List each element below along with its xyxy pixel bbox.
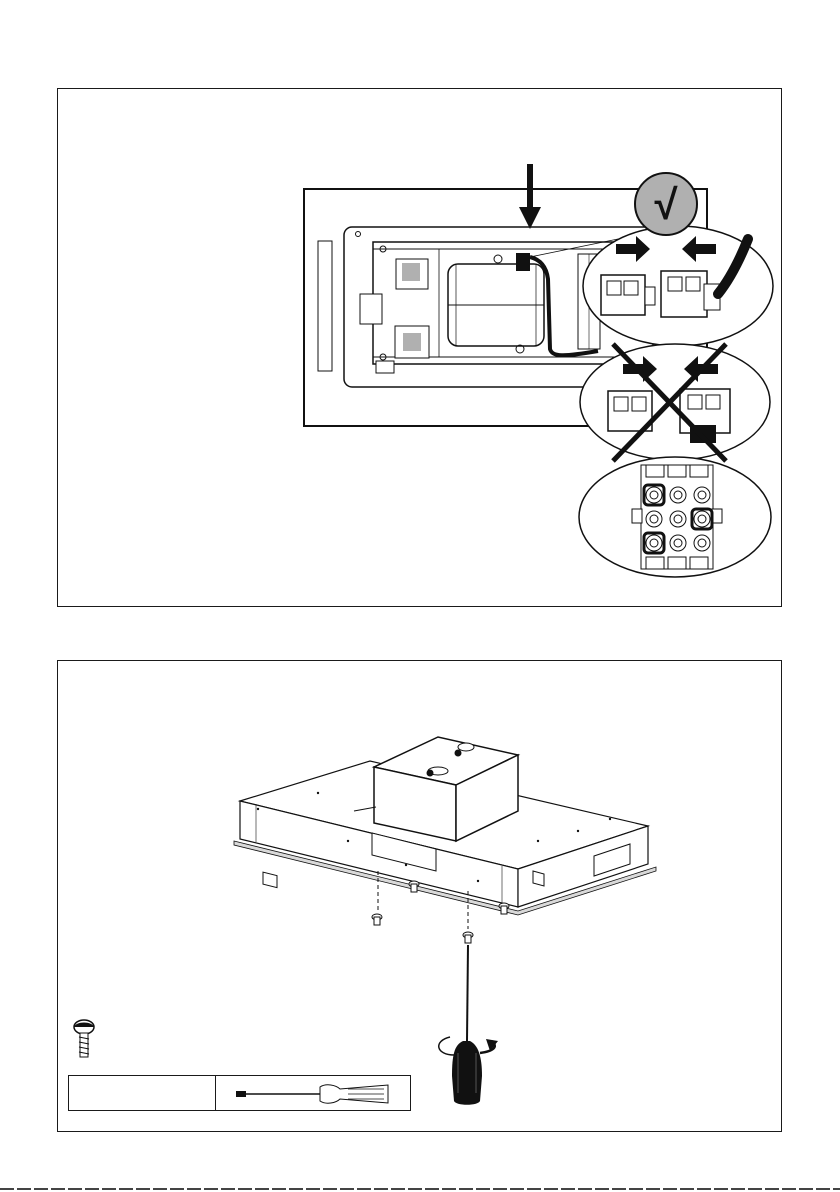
connector-pin-core [698, 491, 706, 499]
connector-pin-core [650, 515, 658, 523]
connector-pin-core [698, 539, 706, 547]
screwdriver-icon [452, 945, 482, 1105]
check-symbol: √ [654, 181, 678, 228]
figure-2-illustration [58, 661, 783, 1133]
vent-cutout [263, 872, 277, 887]
connector-pin-core [674, 515, 682, 523]
connector-pin-core [674, 491, 682, 499]
connector-pin-core [650, 539, 658, 547]
figure-2-installation-panel [57, 660, 782, 1132]
connector-pin-core [698, 515, 706, 523]
screw-icon [74, 1020, 94, 1057]
connector-pin-core [650, 491, 658, 499]
page-footer-rule [0, 1188, 840, 1190]
figure-1-illustration: √ [58, 89, 783, 608]
tools-box-divider [215, 1076, 216, 1110]
connector-pin-core [674, 539, 682, 547]
tools-required-box [68, 1075, 411, 1111]
filter-slot [318, 241, 332, 371]
connector-pins [644, 485, 712, 553]
figure-1-connector-panel: √ [57, 88, 782, 607]
